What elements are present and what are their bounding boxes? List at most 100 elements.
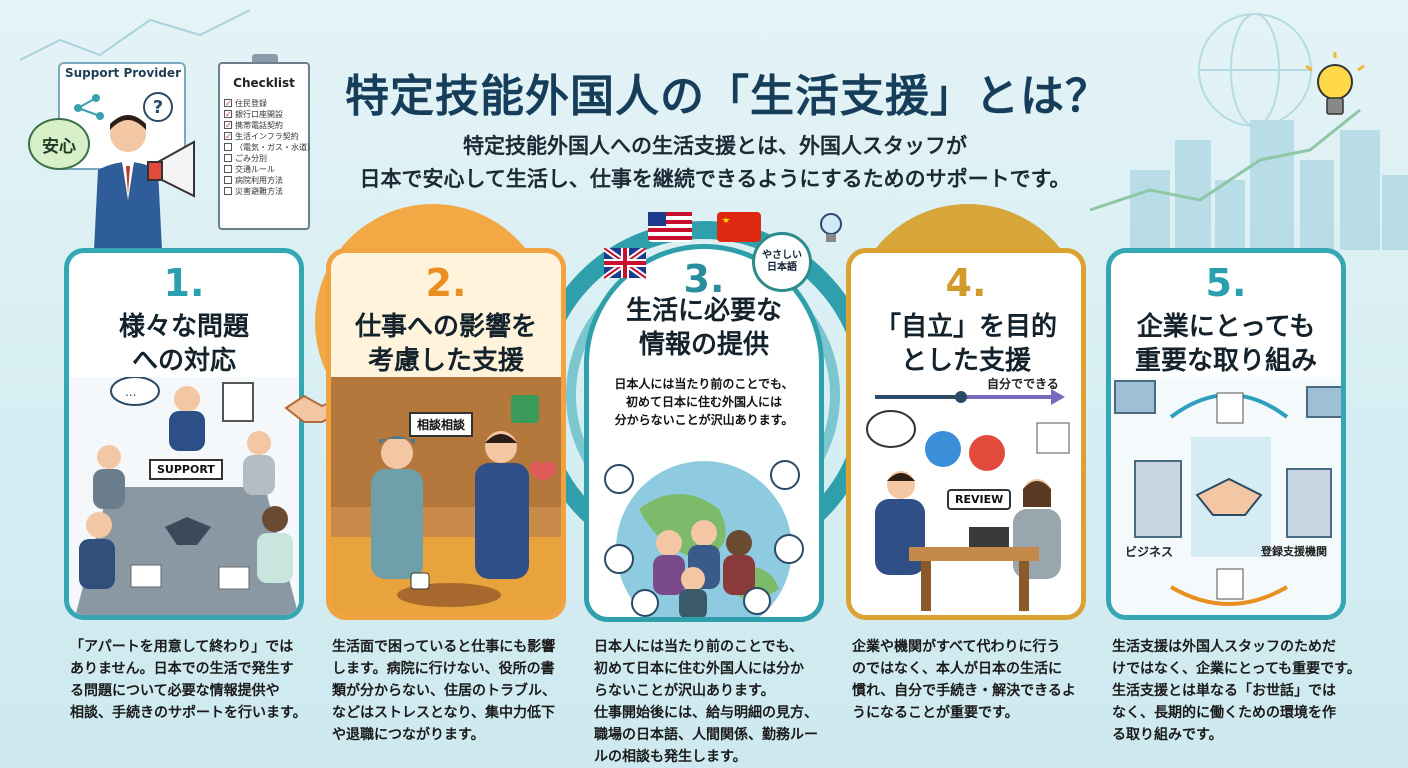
checklist-items: ✓住民登録✓銀行口座開設✓携帯電話契約✓生活インフラ契約（電気・ガス・水道）ごみ… — [224, 98, 315, 197]
panel-2-desc-line: などはストレスとなり、集中力低下 — [332, 705, 556, 721]
panel-1-number: 1. — [163, 261, 205, 305]
meeting-table-illustration: ... — [69, 376, 299, 615]
checklist-item: ✓銀行口座開設 — [224, 109, 308, 120]
subtitle-line-1: 特定技能外国人への生活支援とは、外国人スタッフが — [463, 134, 967, 158]
panel-4-title: 「自立」を目的 とした支援 — [851, 311, 1081, 379]
checklist-item: 災害避難方法 — [224, 186, 308, 197]
checklist-item-label: ごみ分別 — [235, 154, 267, 163]
checklist-item: ✓生活インフラ契約 — [224, 131, 308, 142]
panel-3-desc-line: 職場の日本語、人間関係、勤務ルー — [594, 727, 818, 743]
panel-3-number: 3. — [683, 257, 725, 301]
panel-3-scene-line: 日本人には当たり前のことでも、 — [614, 377, 794, 391]
panel-4-description: 企業や機関がすべて代わりに行う のではなく、本人が日本の生活に 慣れ、自分で手続… — [852, 636, 1092, 724]
panel-1-title-line-2: への対応 — [131, 345, 236, 376]
checklist-item: ✓携帯電話契約 — [224, 120, 308, 131]
business-partnership-illustration — [1111, 377, 1341, 615]
panel-3-title-line-2: 情報の提供 — [638, 329, 769, 360]
panel-4-number: 4. — [945, 261, 987, 305]
panel-4-desc-line: 慣れ、自分で手続き・解決できるよ — [852, 683, 1076, 699]
page-subtitle: 特定技能外国人への生活支援とは、外国人スタッフが 日本で安心して生活し、仕事を継… — [300, 130, 1130, 195]
panel-2-desc-line: 類が分からない、住居のトラブル、 — [332, 683, 556, 699]
checked-box-icon: ✓ — [224, 99, 232, 108]
review-meeting-illustration — [851, 377, 1081, 615]
panel-5-number: 5. — [1205, 261, 1247, 305]
panel-5-scene: ビジネス 登録支援機関 — [1111, 377, 1341, 615]
panel-3: 3. 生活に必要な 情報の提供 日本人には当たり前のことでも、 初めて日本に住む… — [584, 244, 824, 622]
panel-3-desc-line: 仕事開始後には、給与明細の見方、 — [594, 705, 818, 721]
panel-5-title-line-1: 企業にとっても — [1136, 312, 1316, 342]
checklist-item: （電気・ガス・水道） — [224, 142, 315, 153]
panel-5-description: 生活支援は外国人スタッフのためだ けではなく、企業にとっても重要です。 生活支援… — [1112, 636, 1362, 746]
panel-1-desc-line: ありません。日本での生活で発生す — [70, 661, 294, 677]
panel-1-scene: ... SUPPORT — [69, 376, 299, 615]
unchecked-box-icon — [224, 143, 232, 151]
panel-4: 4. 「自立」を目的 とした支援 自分ででき — [846, 248, 1086, 620]
panel-3-title-line-1: 生活に必要な — [625, 296, 782, 326]
unchecked-box-icon — [224, 165, 232, 173]
review-sign: REVIEW — [947, 489, 1012, 510]
subtitle-line-2: 日本で安心して生活し、仕事を継続できるようにするためのサポートです。 — [359, 166, 1071, 191]
question-mark-icon: ? — [143, 92, 173, 122]
checklist-item-label: 住民登録 — [235, 99, 267, 108]
panel-2: 2. 仕事への影響を 考慮した支援 相談相談 — [326, 248, 566, 620]
consultation-sign: 相談相談 — [409, 412, 474, 437]
anshin-bubble: 安心 — [28, 118, 90, 170]
panel-1-desc-line: 「アパートを用意して終わり」では — [70, 639, 294, 655]
panel-5-desc-line: る取り組みです。 — [1112, 727, 1223, 743]
page-title: 特定技能外国人の「生活支援」とは？ — [345, 71, 1110, 122]
panel-5-title: 企業にとっても 重要な取り組み — [1111, 311, 1341, 379]
lightbulb-icon — [820, 213, 842, 242]
panel-1-description: 「アパートを用意して終わり」では ありません。日本での生活で発生す る問題につい… — [70, 636, 308, 724]
panel-3-description: 日本人には当たり前のことでも、 初めて日本に住む外国人には分か らないことが沢山… — [594, 636, 834, 768]
unchecked-box-icon — [224, 176, 232, 184]
easy-japanese-badge-line-2: 日本語 — [767, 262, 797, 273]
globe-people-illustration — [589, 439, 819, 617]
support-person-illustration — [94, 115, 195, 250]
panel-4-desc-line: うになることが重要です。 — [852, 705, 1019, 721]
support-sign: SUPPORT — [149, 459, 223, 480]
svg-text:...: ... — [125, 385, 136, 399]
panel-2-title-line-1: 仕事への影響を — [354, 312, 537, 342]
checklist-item: ごみ分別 — [224, 153, 308, 164]
panel-1-title-line-1: 様々な問題 — [118, 312, 249, 342]
panel-3-desc-line: ルの相談も発生します。 — [594, 749, 747, 765]
panel-5-title-line-2: 重要な取り組み — [1134, 345, 1317, 376]
panel-3-title: 生活に必要な 情報の提供 — [589, 295, 819, 363]
support-provider-label: Support Provider — [65, 66, 181, 80]
panel-1-title: 様々な問題 への対応 — [69, 311, 299, 379]
us-flag-icon — [648, 212, 692, 242]
easy-japanese-badge-line-1: やさしい — [762, 250, 802, 261]
checklist-item: 病院利用方法 — [224, 175, 308, 186]
panel-3-desc-line: 日本人には当たり前のことでも、 — [594, 639, 804, 655]
uk-flag-icon — [604, 248, 646, 280]
panel-5-desc-line: なく、長期的に働くための環境を作 — [1112, 705, 1336, 721]
easy-japanese-badge: やさしい 日本語 — [752, 232, 812, 292]
checklist-item-label: 銀行口座開設 — [235, 110, 283, 119]
panel-3-scene-line: 初めて日本に住む外国人には — [625, 395, 782, 409]
panel-2-scene: 相談相談 — [331, 377, 561, 615]
panel-5-desc-line: 生活支援は外国人スタッフのためだ — [1112, 639, 1336, 655]
panel-3-desc-line: らないことが沢山あります。 — [594, 683, 775, 699]
checklist-item-label: 交通ルール — [235, 165, 275, 174]
business-label: ビジネス — [1125, 545, 1174, 559]
panel-2-number: 2. — [425, 261, 467, 305]
unchecked-box-icon — [224, 154, 232, 162]
checklist-item-label: 病院利用方法 — [235, 176, 283, 185]
checklist-title: Checklist — [233, 76, 295, 90]
checklist-item-label: 携帯電話契約 — [235, 121, 283, 130]
panel-2-title-line-2: 考慮した支援 — [367, 345, 524, 376]
network-icon — [74, 94, 104, 120]
checklist-clipboard — [218, 62, 310, 230]
panel-5: 5. 企業にとっても 重要な取り組み ビジネス 登録支援機関 — [1106, 248, 1346, 620]
panel-1: 1. 様々な問題 への対応 ... SUPPORT — [64, 248, 304, 620]
checked-box-icon: ✓ — [224, 132, 232, 141]
panel-4-scene: 自分でできる REVIEW — [851, 377, 1081, 615]
panel-2-desc-line: 生活面で困っていると仕事にも影響 — [332, 639, 556, 655]
china-flag-icon — [717, 212, 761, 242]
panel-1-desc-line: る問題について必要な情報提供や — [70, 683, 280, 699]
checked-box-icon: ✓ — [224, 110, 232, 119]
unchecked-box-icon — [224, 187, 232, 195]
panel-1-desc-line: 相談、手続きのサポートを行います。 — [70, 705, 307, 721]
checklist-item-label: 生活インフラ契約 — [235, 132, 299, 141]
panel-2-description: 生活面で困っていると仕事にも影響 します。病院に行けない、役所の書 類が分からな… — [332, 636, 572, 746]
